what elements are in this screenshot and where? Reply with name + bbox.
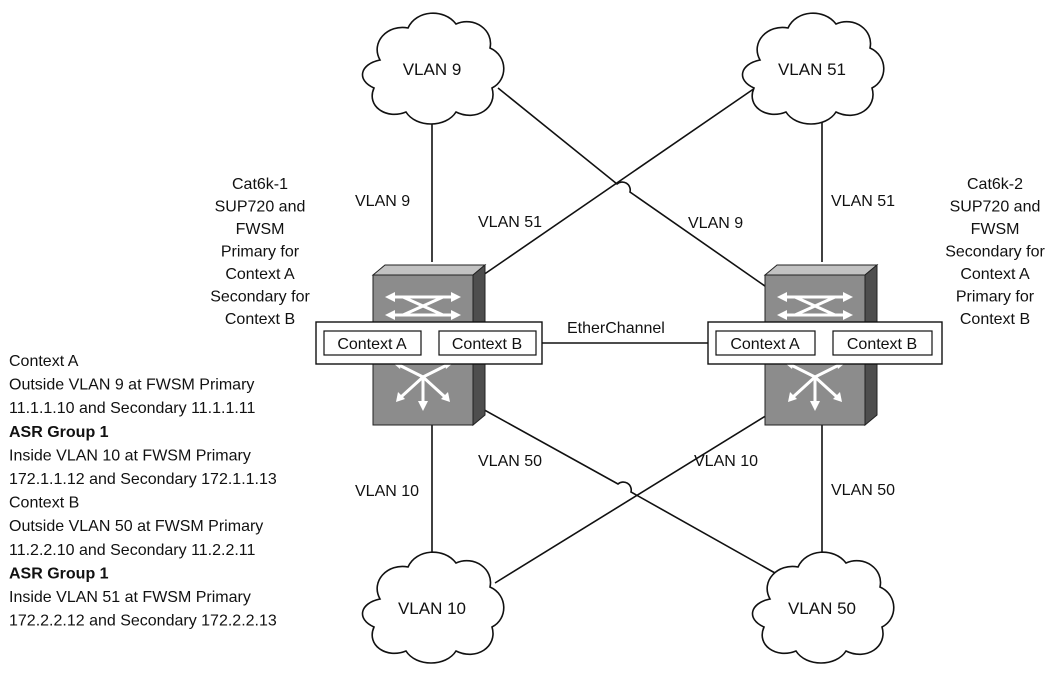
link-label-vlan51-cross: VLAN 51 [478,214,542,231]
context-a-label-right: Context A [730,336,800,353]
cloud-vlan50: VLAN 50 [751,551,895,664]
note-line: Inside VLAN 51 at FWSM Primary [9,589,251,606]
switch-cat6k-2-description-line: FWSM [971,221,1020,238]
switch-cat6k-1-description-line: FWSM [236,221,285,238]
cloud-vlan10-label: VLAN 10 [398,599,466,618]
note-line: Inside VLAN 10 at FWSM Primary [9,447,251,464]
switch-cat6k-1-description-line: Primary for [221,244,300,261]
link-vlan51-cross [469,87,756,285]
note-line: Context A [9,353,79,370]
switch-cat6k-2-description-line: Context A [960,266,1030,283]
switch-cat6k-1-description-line: Cat6k-1 [232,176,288,193]
link-vlan50-cross [469,401,776,574]
note-line: Outside VLAN 50 at FWSM Primary [9,518,263,535]
context-notes: Context A Outside VLAN 9 at FWSM Primary 1… [9,353,277,630]
link-label-vlan9-left: VLAN 9 [355,193,410,210]
link-label-vlan50-right: VLAN 50 [831,482,895,499]
cloud-vlan51: VLAN 51 [741,12,885,125]
link-lines [431,87,823,584]
link-label-vlan51-right: VLAN 51 [831,193,895,210]
switch-cat6k-1-description-line: Context B [225,311,295,328]
cloud-vlan10: VLAN 10 [361,551,505,664]
note-line: 172.1.1.12 and Secondary 172.1.1.13 [9,471,277,488]
context-b-label-left: Context B [452,336,522,353]
note-line: 11.1.1.10 and Secondary 11.1.1.11 [9,400,256,417]
link-vlan10-cross [494,403,786,584]
note-line: Outside VLAN 9 at FWSM Primary [9,377,254,394]
switch-cat6k-1-description-line: Context A [225,266,295,283]
switch-cat6k-2-description-line: Context B [960,311,1030,328]
switch-cat6k-1-description-line: Secondary for [210,289,310,306]
switch-cat6k-1-description-line: SUP720 and [215,199,306,216]
switch-cat6k-2-description-line: Primary for [956,289,1035,306]
link-vlan9-cross [497,87,786,301]
note-line: Context B [9,495,79,512]
cloud-vlan50-label: VLAN 50 [788,599,856,618]
note-line: 172.2.2.12 and Secondary 172.2.2.13 [9,613,277,630]
context-b-label-right: Context B [847,336,917,353]
context-b-box-right [832,330,933,356]
link-label-vlan50-cross: VLAN 50 [478,453,542,470]
fwsm-contexts-left: Context A Context B [315,321,543,365]
switch-cat6k-2-description-line: SUP720 and [950,199,1041,216]
note-line: ASR Group 1 [9,424,109,441]
cloud-vlan9: VLAN 9 [361,12,505,125]
link-label-vlan10-left: VLAN 10 [355,483,419,500]
fwsm-contexts-right: Context A Context B [707,321,943,365]
context-b-box-left [438,330,537,356]
context-a-label-left: Context A [337,336,407,353]
link-label-vlan10-cross: VLAN 10 [694,453,758,470]
cloud-vlan9-label: VLAN 9 [403,60,462,79]
note-line: ASR Group 1 [9,565,109,582]
switch-cat6k-2-description-line: Cat6k-2 [967,176,1023,193]
switch-cat6k-2-description-line: Secondary for [945,244,1045,261]
context-a-box-left [323,330,422,356]
cloud-vlan51-label: VLAN 51 [778,60,846,79]
context-a-box-right [715,330,816,356]
link-label-vlan9-cross: VLAN 9 [688,215,743,232]
note-line: 11.2.2.10 and Secondary 11.2.2.11 [9,542,256,559]
link-label-etherchannel: EtherChannel [567,320,665,337]
